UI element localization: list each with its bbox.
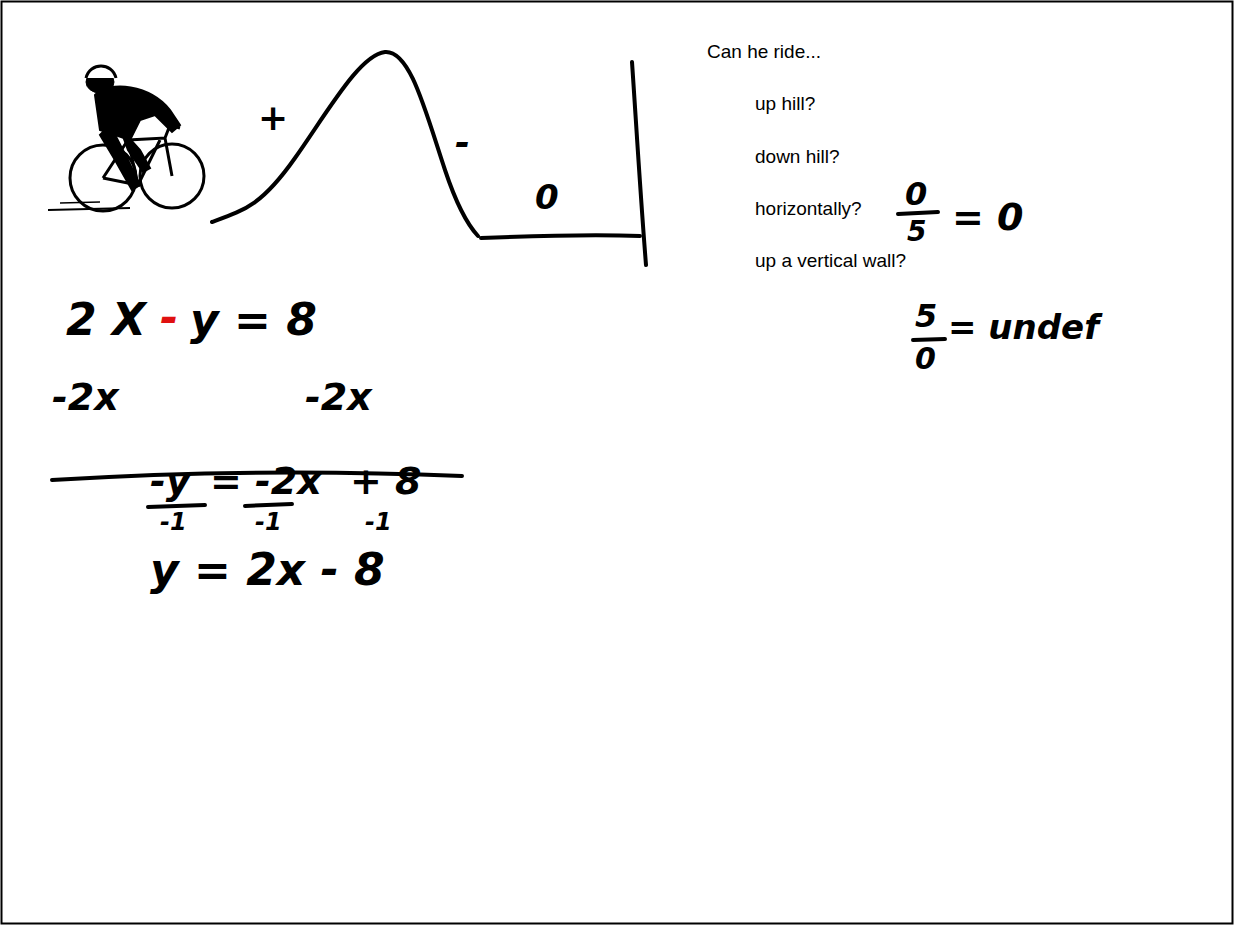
cyclist-illustration: [48, 66, 204, 211]
question-item: down hill?: [755, 147, 840, 166]
slope-sign: +: [258, 100, 288, 136]
hill-sketch: [212, 52, 646, 265]
equation-term: -2x: [52, 378, 119, 416]
fraction-denominator: -1: [160, 510, 187, 534]
equation-term: -2x: [305, 378, 372, 416]
equation-term: + 8: [350, 462, 422, 500]
highlighted-sign: -: [160, 296, 178, 340]
slope-sign: -: [455, 125, 470, 161]
fraction-denominator: 5: [907, 218, 926, 246]
equation-result: y = 2x - 8: [150, 548, 385, 592]
equation-term: = -2x: [210, 462, 322, 500]
question-item: up a vertical wall?: [755, 251, 906, 270]
question-text: Can he ride...: [707, 42, 821, 61]
equation-result: = 0: [952, 198, 1024, 236]
equation-term: y = 8: [190, 298, 317, 342]
fraction-numerator: 5: [915, 300, 937, 332]
question-item: up hill?: [755, 94, 815, 113]
fraction-denominator: 0: [915, 344, 936, 374]
fraction-numerator: 0: [905, 178, 927, 210]
equation-term: -y: [150, 462, 191, 500]
fraction-denominator: -1: [255, 510, 282, 534]
equation-result: = undef: [948, 310, 1099, 344]
equation-term: 2 X: [66, 298, 146, 342]
slope-sign: 0: [535, 180, 559, 214]
question-item: horizontally?: [755, 199, 862, 218]
fraction-bars: [52, 212, 945, 507]
fraction-denominator: -1: [365, 510, 392, 534]
